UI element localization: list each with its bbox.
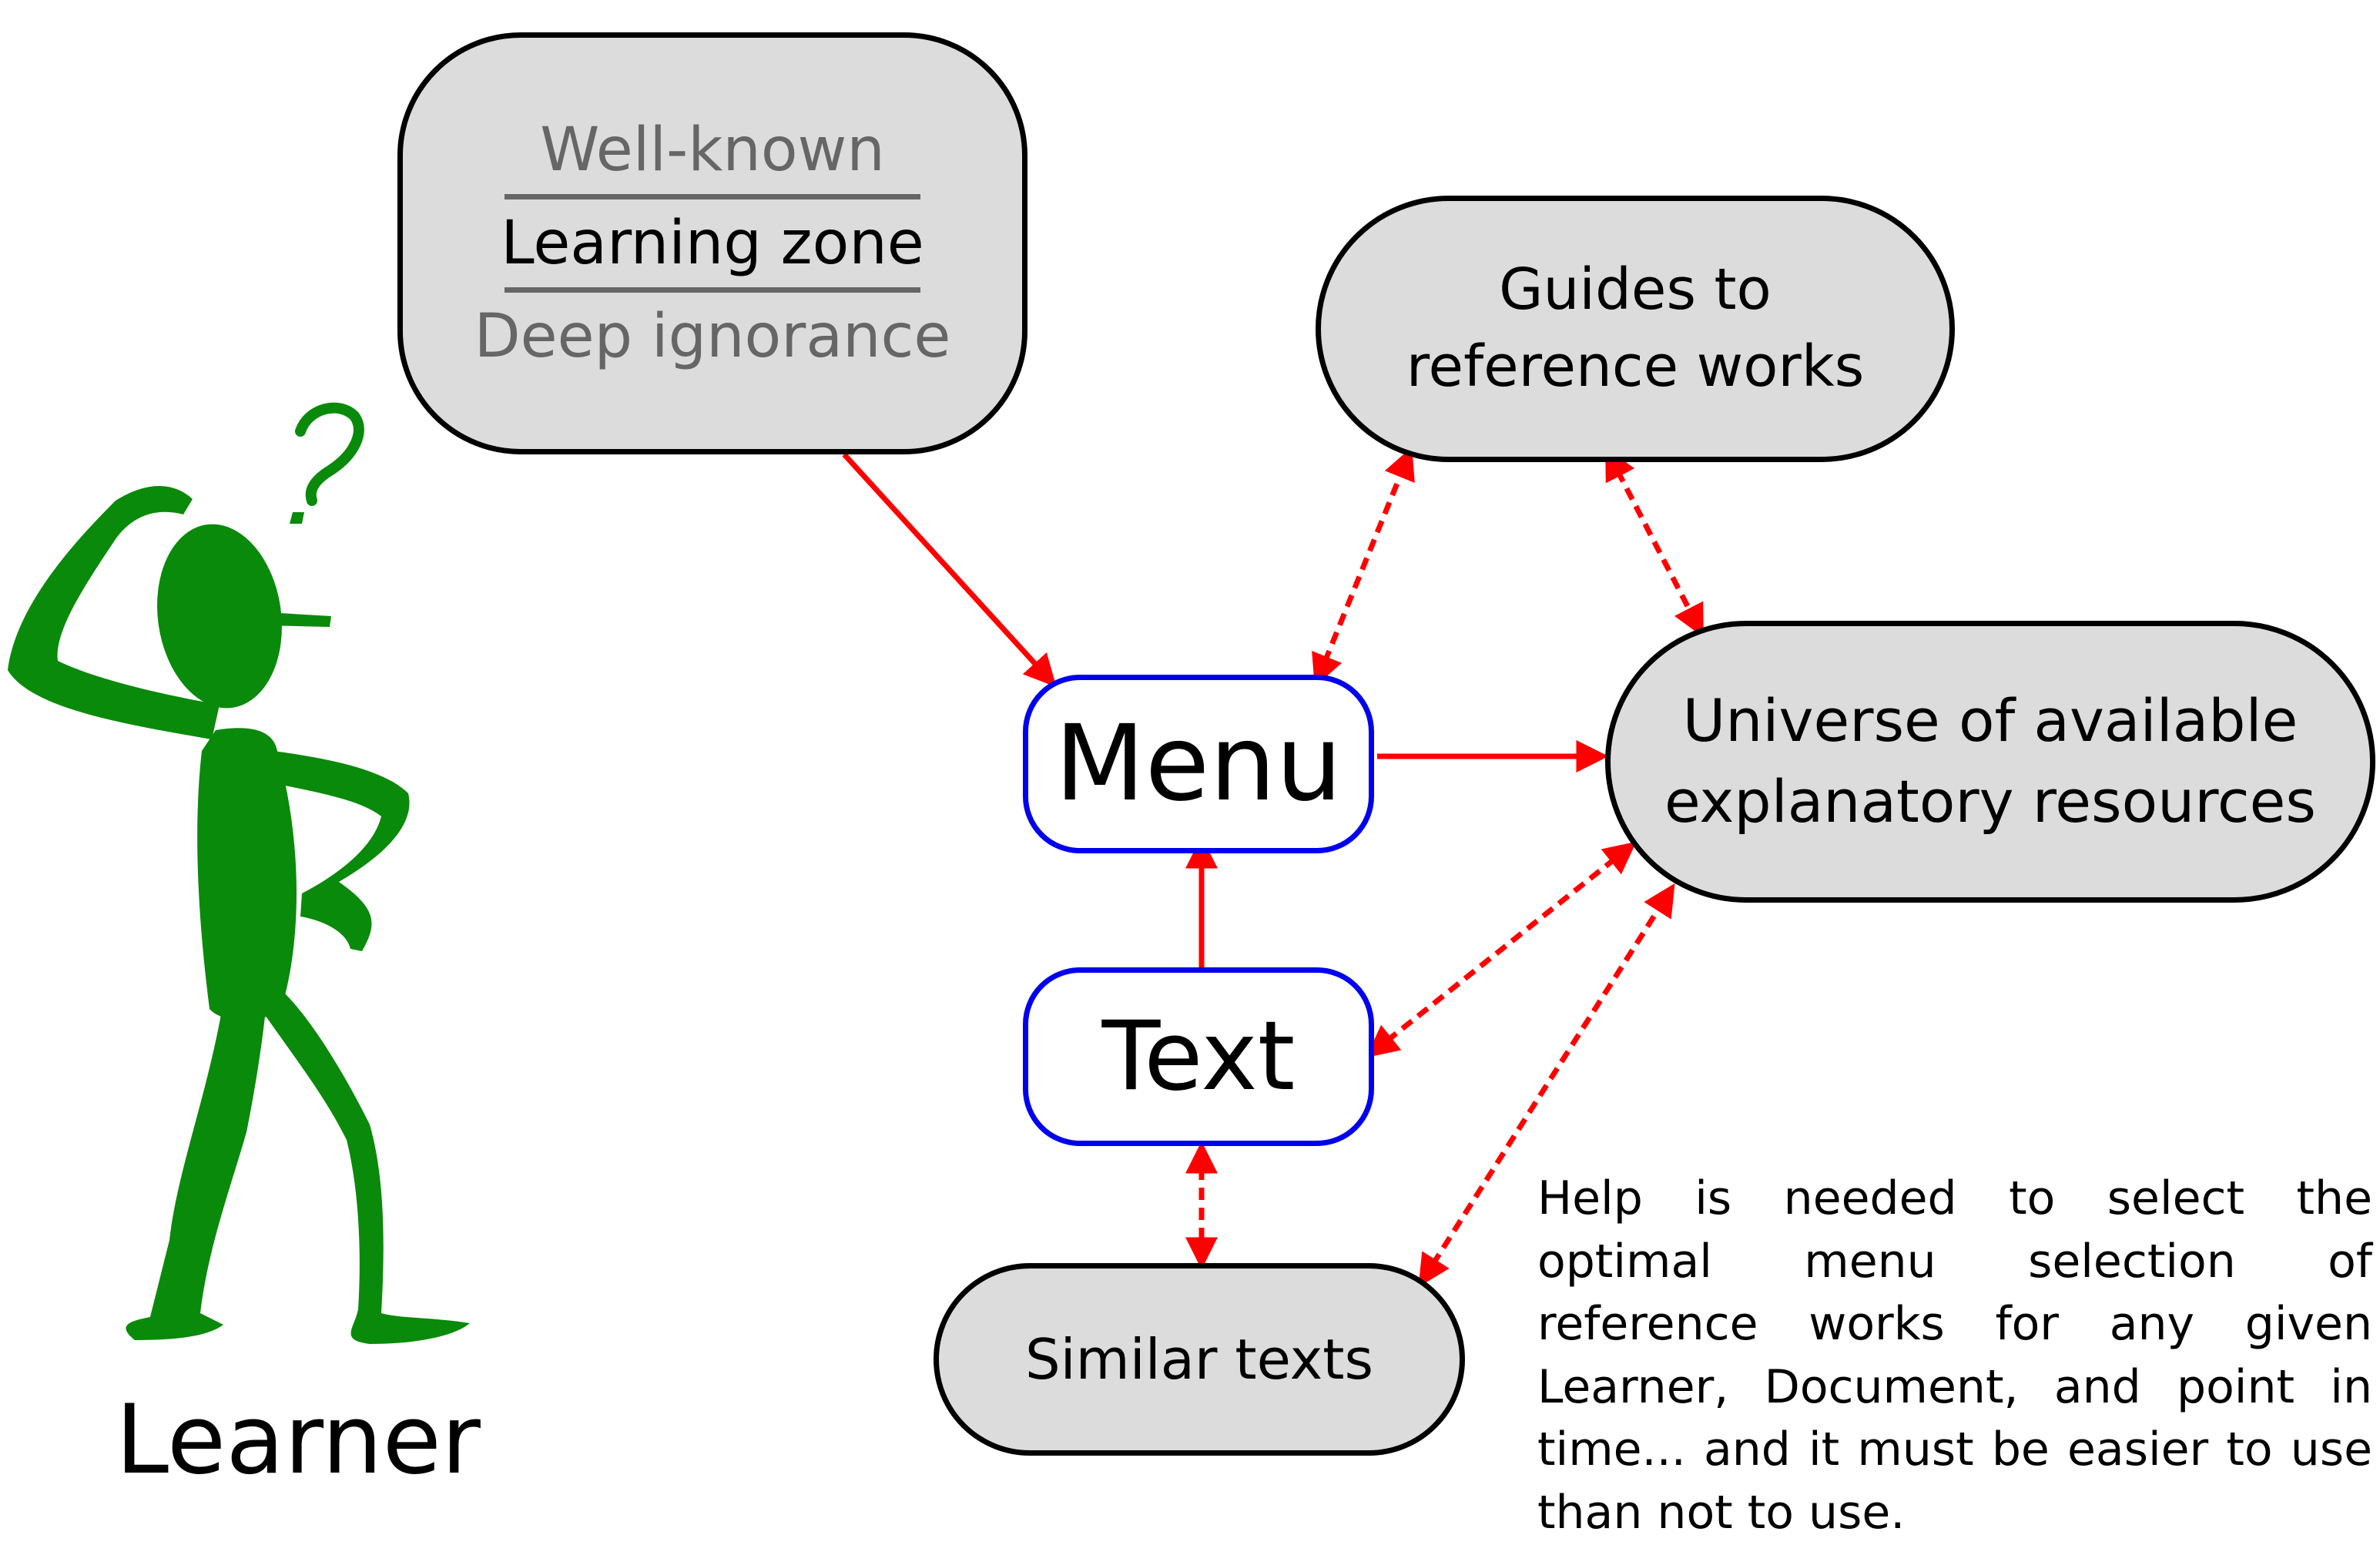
- zone-learning: Learning zone: [501, 209, 924, 278]
- learner-label: Learner: [116, 1385, 481, 1496]
- guides-line-2: reference works: [1406, 333, 1865, 400]
- guides-line-1: Guides to: [1499, 256, 1772, 323]
- arrow-zones_box-to-menu: [842, 452, 1057, 688]
- learner-hip-arm: [273, 751, 410, 951]
- universe-node: Universe of available explanatory resour…: [1605, 621, 2375, 903]
- arrow-similar-to-universe: [1418, 883, 1675, 1288]
- zone-well-known: Well-known: [540, 116, 885, 185]
- learner-raised-arm: [8, 485, 220, 739]
- menu-label: Menu: [1054, 703, 1343, 825]
- zone-divider: [504, 287, 920, 293]
- zone-divider: [504, 194, 920, 199]
- learner-nose: [266, 612, 331, 627]
- diagram-canvas: Well-known Learning zone Deep ignorance …: [8, 32, 2375, 1540]
- question-mark-icon: [295, 402, 364, 506]
- text-label: Text: [1101, 1001, 1296, 1112]
- universe-line-2: explanatory resources: [1664, 767, 2317, 836]
- learner-head: [157, 524, 282, 709]
- learner-right-leg: [258, 994, 470, 1344]
- learning-zones-box: Well-known Learning zone Deep ignorance: [397, 32, 1027, 454]
- arrow-guides-to-universe: [1605, 447, 1704, 638]
- help-note: Help is needed to select the optimal men…: [1537, 1171, 2372, 1540]
- text-node: Text: [1023, 967, 1374, 1146]
- similar-label: Similar texts: [1024, 1327, 1374, 1392]
- learner-figure: [8, 402, 470, 1344]
- menu-node: Menu: [1023, 675, 1374, 853]
- edges-layer: [842, 447, 1704, 1288]
- zone-deep-ignorance: Deep ignorance: [474, 302, 951, 371]
- learner-torso: [197, 728, 297, 1021]
- universe-line-1: Universe of available: [1682, 686, 2298, 756]
- similar-texts-node: Similar texts: [934, 1263, 1465, 1456]
- guides-node: Guides to reference works: [1316, 196, 1955, 462]
- arrow-menu-to-guides: [1312, 447, 1415, 687]
- learner-left-leg: [126, 1001, 266, 1340]
- arrow-text-to-universe: [1366, 841, 1637, 1058]
